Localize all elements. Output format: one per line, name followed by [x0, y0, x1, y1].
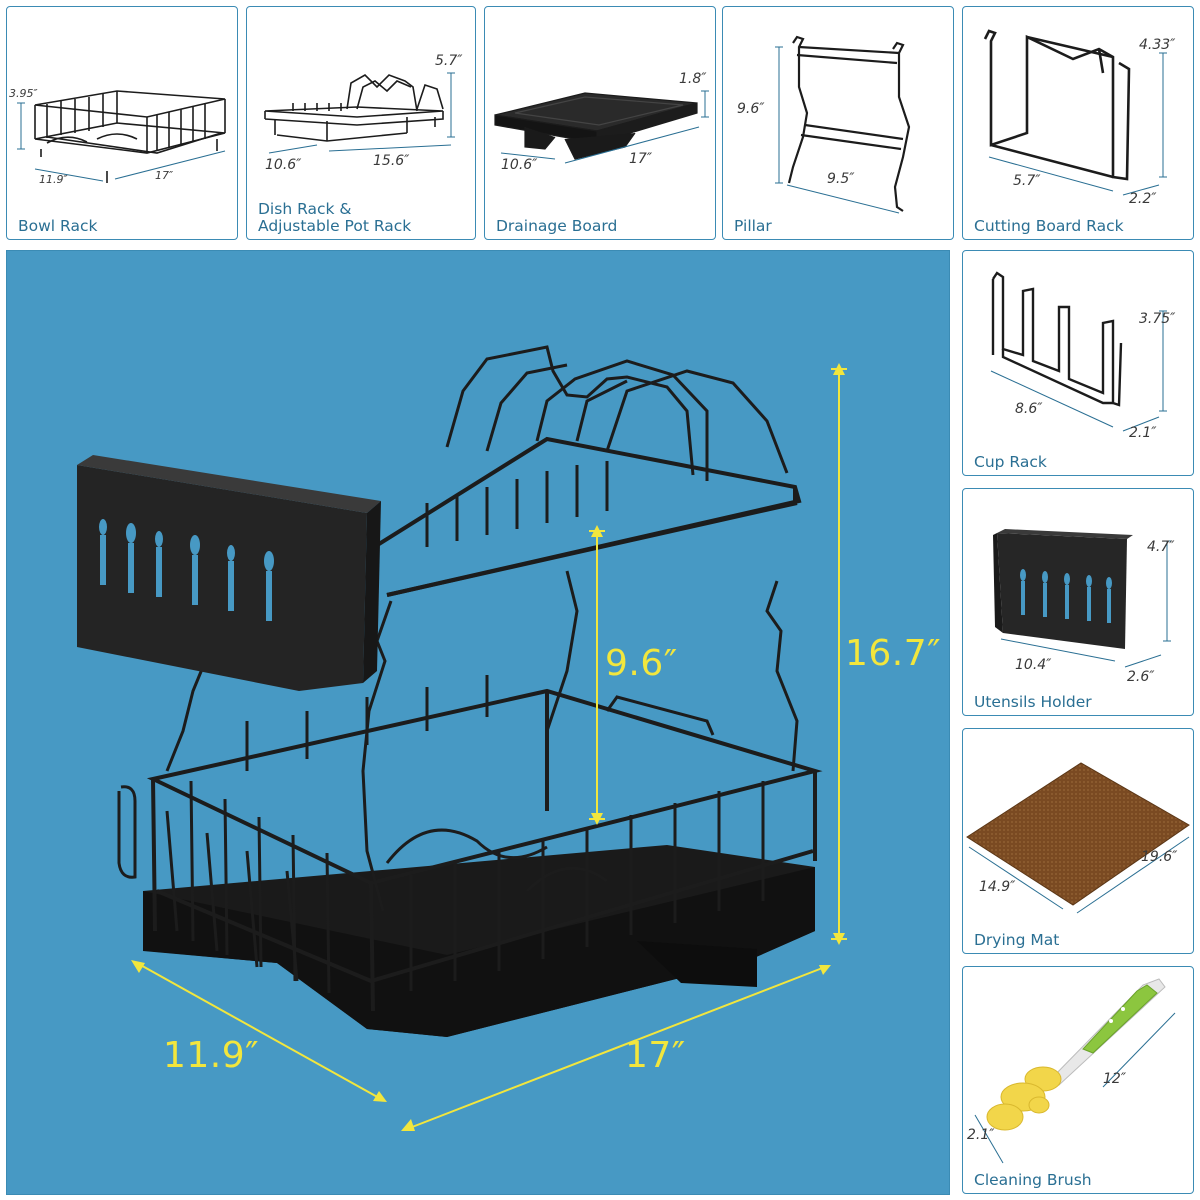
dish-rack-card: 5.7″ 10.6″ 15.6″ Dish Rack & Adjustable …	[246, 6, 476, 240]
depth-label: 11.9″	[163, 1035, 260, 1076]
cutting-board-rack-width: 5.7″	[1013, 173, 1041, 189]
drainage-board-drawing	[494, 90, 709, 164]
dish-rack-height: 5.7″	[435, 53, 463, 69]
drainage-board-card: 1.8″ 10.6″ 17″ Drainage Board	[484, 6, 716, 240]
cutting-board-rack-height: 4.33″	[1139, 37, 1176, 53]
tier-spacing-label: 9.6″	[605, 643, 678, 684]
cup-rack-card: 3.75″ 8.6″ 2.1″ Cup Rack	[962, 250, 1194, 476]
assembled-dish-rack-drawing	[77, 345, 847, 1131]
drainage-board-width: 17″	[629, 151, 653, 167]
bowl-rack-width: 17″	[155, 169, 174, 182]
cleaning-brush-width: 2.1″	[967, 1127, 995, 1143]
drainage-board-height: 1.8″	[679, 71, 707, 87]
cutting-board-rack-caption: Cutting Board Rack	[974, 216, 1124, 235]
cup-rack-drawing	[990, 271, 1167, 432]
cutting-board-rack-card: 4.33″ 5.7″ 2.2″ Cutting Board Rack	[962, 6, 1194, 240]
cup-rack-caption: Cup Rack	[974, 452, 1047, 471]
utensils-holder-width: 10.4″	[1015, 657, 1052, 673]
cup-rack-height: 3.75″	[1139, 311, 1176, 327]
cup-rack-depth: 2.1″	[1129, 425, 1157, 441]
cleaning-brush-caption: Cleaning Brush	[974, 1170, 1092, 1189]
bowl-rack-card: 3.95″ 11.9″ 17″ Bowl Rack	[6, 6, 238, 240]
bowl-rack-depth: 11.9″	[39, 173, 68, 186]
total-height-label: 16.7″	[845, 633, 942, 674]
pillar-caption: Pillar	[734, 216, 772, 235]
drying-mat-depth: 14.9″	[979, 879, 1016, 895]
pillar-width: 9.5″	[827, 171, 855, 187]
pillar-height: 9.6″	[737, 101, 765, 117]
dish-rack-caption: Dish Rack & Adjustable Pot Rack	[258, 200, 412, 235]
cutting-board-rack-depth: 2.2″	[1129, 191, 1157, 207]
drying-mat-card: 19.6″ 14.9″ Drying Mat	[962, 728, 1194, 954]
drainage-board-depth: 10.6″	[501, 157, 538, 173]
bowl-rack-height: 3.95″	[9, 87, 38, 100]
dish-rack-drawing	[264, 72, 455, 154]
cleaning-brush-length: 12″	[1103, 1071, 1127, 1087]
bowl-rack-caption: Bowl Rack	[18, 216, 98, 235]
drying-mat-width: 19.6″	[1141, 849, 1178, 865]
pillar-drawing	[775, 35, 911, 214]
dish-rack-width: 15.6″	[373, 153, 410, 169]
pillar-card: 9.6″ 9.5″ Pillar	[722, 6, 954, 240]
utensil-holder-drawing	[993, 529, 1171, 668]
utensils-holder-card: 4.7″ 10.4″ 2.6″ Utensils Holder	[962, 488, 1194, 716]
drying-mat-caption: Drying Mat	[974, 930, 1060, 949]
assembled-rack-panel: 16.7″ 9.6″ 11.9″ 17″	[6, 250, 950, 1195]
utensils-holder-caption: Utensils Holder	[974, 692, 1092, 711]
drying-mat-drawing	[966, 762, 1190, 914]
cutting-board-rack-drawing	[983, 29, 1167, 196]
utensils-holder-height: 4.7″	[1147, 539, 1175, 555]
cup-rack-width: 8.6″	[1015, 401, 1043, 417]
bowl-rack-drawing	[17, 90, 226, 183]
cleaning-brush-drawing	[974, 978, 1176, 1164]
dish-rack-depth: 10.6″	[265, 157, 302, 173]
drainage-board-caption: Drainage Board	[496, 216, 618, 235]
width-label: 17″	[625, 1035, 686, 1076]
utensils-holder-depth: 2.6″	[1127, 669, 1155, 685]
cleaning-brush-card: 12″ 2.1″ Cleaning Brush	[962, 966, 1194, 1194]
